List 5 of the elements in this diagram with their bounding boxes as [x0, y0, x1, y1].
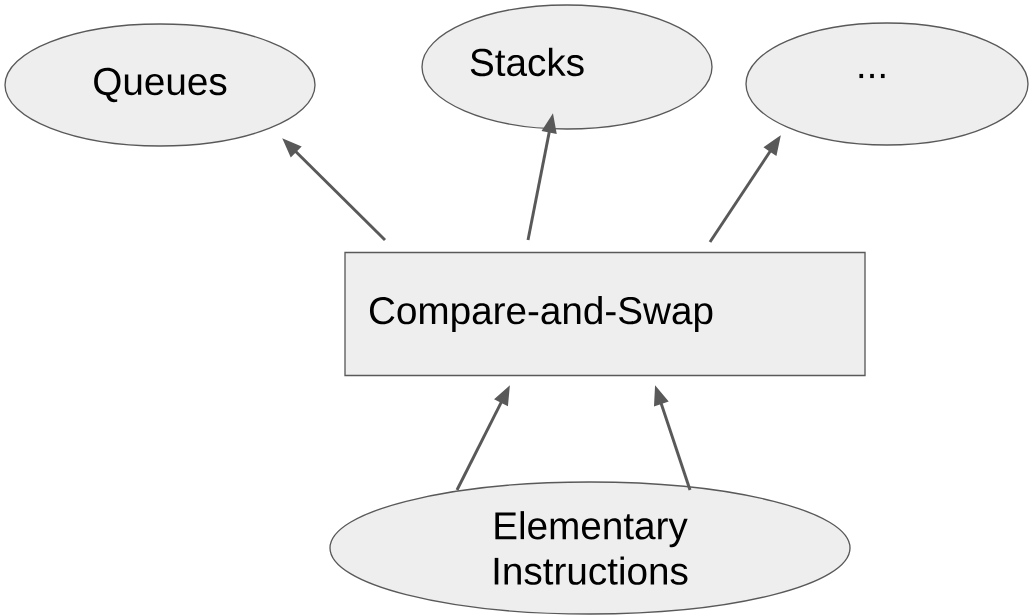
- ellipse-node: ...: [745, 22, 1029, 146]
- ellipse-node: Stacks: [421, 4, 713, 130]
- ellipse-node: Queues: [4, 23, 316, 147]
- ellipse-node: Elementary Instructions: [329, 481, 851, 615]
- process-box: Compare-and-Swap: [344, 251, 866, 377]
